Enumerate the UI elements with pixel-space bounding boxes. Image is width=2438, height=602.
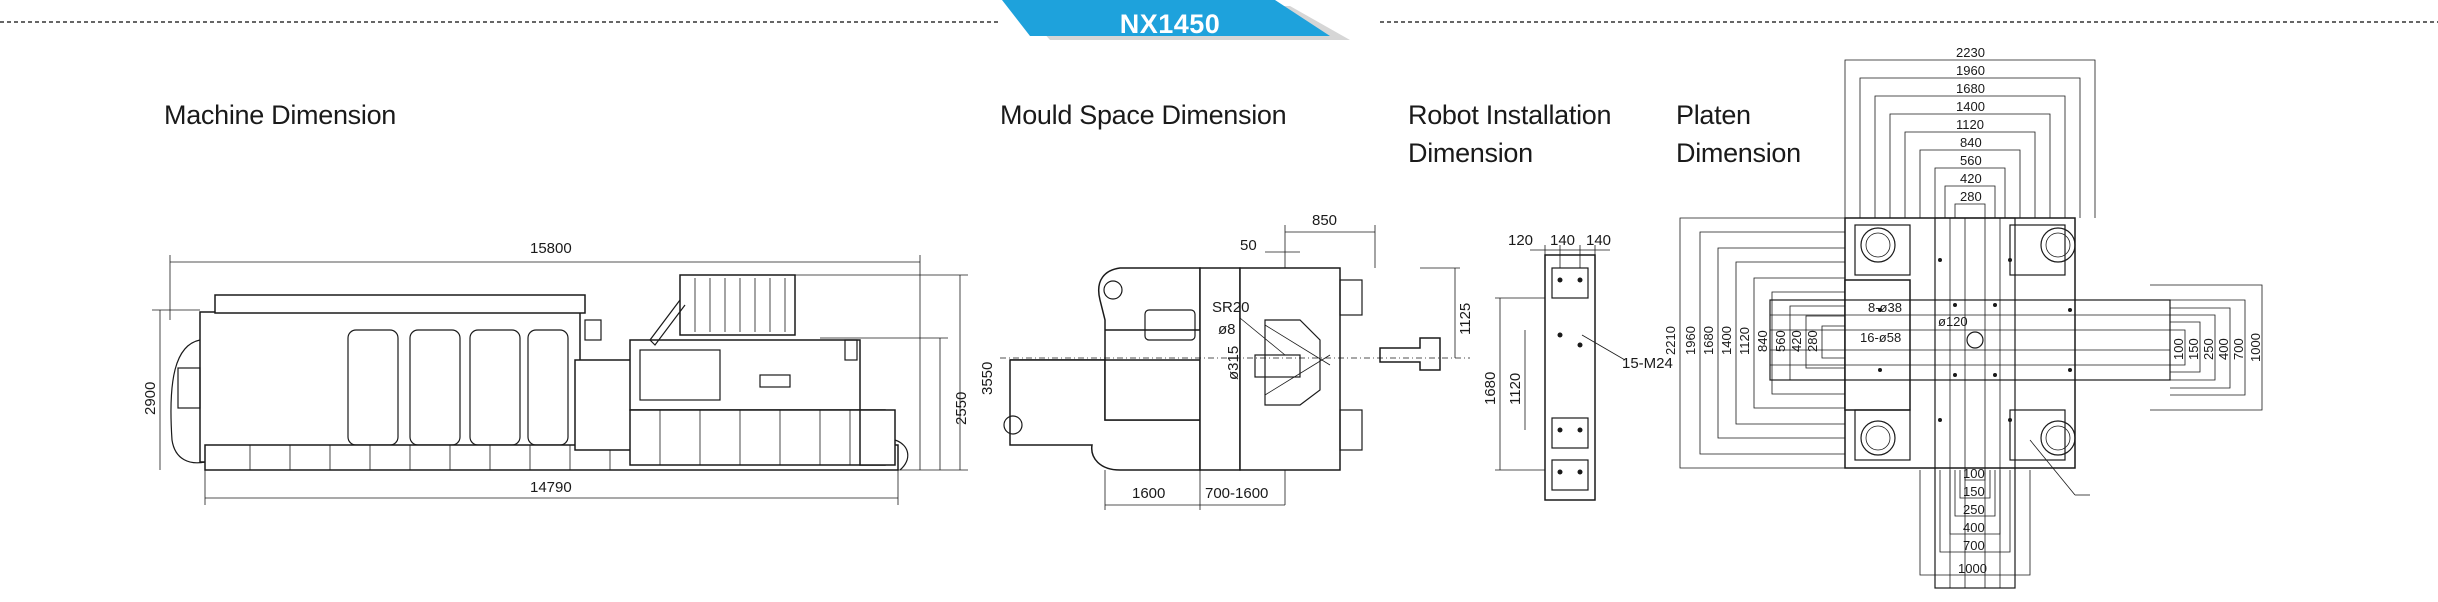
dim-850: 850 — [1312, 212, 1337, 229]
dim-1600: 1600 — [1132, 485, 1165, 502]
platen-top-4: 1120 — [1956, 117, 1984, 132]
tab-shape — [1002, 0, 1330, 36]
platen-bottom-1: 150 — [1963, 484, 1985, 499]
robot-installation-title-1: Robot Installation — [1408, 100, 1612, 130]
platen-holes-2: 16-ø58 — [1860, 330, 1901, 345]
dim-700-1600: 700-1600 — [1205, 485, 1268, 502]
platen-bottom-5: 1000 — [1958, 561, 1987, 576]
dim-robot-140a: 140 — [1550, 232, 1575, 249]
dim-overall-length: 15800 — [530, 240, 572, 257]
platen-left-7: 420 — [1789, 330, 1804, 352]
platen-right-0: 100 — [2171, 338, 2186, 360]
dim-1125: 1125 — [1457, 303, 1474, 335]
dim-50: 50 — [1240, 237, 1257, 254]
dim-phi315: ø315 — [1225, 346, 1242, 380]
platen-holes-1: 8-ø38 — [1868, 300, 1902, 315]
platen-top-0: 2230 — [1956, 45, 1985, 60]
dim-robot-140b: 140 — [1586, 232, 1611, 249]
dim-sr20: SR20 — [1212, 299, 1250, 316]
platen-top-2: 1680 — [1956, 81, 1985, 96]
platen-top-8: 280 — [1960, 189, 1982, 204]
dim-robot-m24: 15-M24 — [1622, 355, 1673, 372]
mould-drawing: 850 50 SR20 ø8 ø315 1125 1600 700-1600 — [1000, 212, 1474, 510]
platen-center: ø120 — [1938, 314, 1968, 329]
platen-left-8: 280 — [1805, 330, 1820, 352]
platen-dimension-title-1: Platen — [1676, 100, 1751, 130]
dim-robot-1680: 1680 — [1482, 372, 1499, 405]
dim-height: 2900 — [142, 382, 159, 415]
platen-bottom-0: 100 — [1963, 466, 1985, 481]
platen-bottom-3: 400 — [1963, 520, 1985, 535]
model-title: NX1450 — [1119, 9, 1221, 39]
dim-phi8: ø8 — [1218, 321, 1236, 338]
dim-height-2: 3550 — [979, 362, 996, 395]
model-tab — [1002, 0, 1350, 40]
platen-top-1: 1960 — [1956, 63, 1985, 78]
dim-robot-1120: 1120 — [1507, 373, 1524, 405]
platen-right-5: 1000 — [2248, 333, 2263, 362]
platen-top-3: 1400 — [1956, 99, 1985, 114]
platen-top-5: 840 — [1960, 135, 1982, 150]
mould-space-dimension-title: Mould Space Dimension — [1000, 100, 1287, 130]
dim-base-length: 14790 — [530, 479, 572, 496]
dim-robot-120: 120 — [1508, 232, 1533, 249]
platen-drawing: 2230 1960 1680 1400 1120 840 560 420 280… — [1663, 45, 2263, 589]
platen-left-0: 2210 — [1663, 326, 1678, 355]
platen-bottom-2: 250 — [1963, 502, 1985, 517]
platen-left-3: 1400 — [1719, 326, 1734, 355]
platen-left-2: 1680 — [1701, 326, 1716, 355]
platen-right-1: 150 — [2186, 338, 2201, 360]
platen-right-4: 700 — [2231, 338, 2246, 360]
platen-top-7: 420 — [1960, 171, 1982, 186]
platen-left-4: 1120 — [1737, 327, 1752, 355]
platen-dimension-title-2: Dimension — [1676, 138, 1801, 168]
dim-height-3: 2550 — [953, 392, 970, 425]
platen-left-5: 840 — [1755, 330, 1770, 352]
robot-installation-title-2: Dimension — [1408, 138, 1533, 168]
machine-drawing: 15800 14790 2900 3550 2550 — [142, 240, 996, 505]
platen-right-3: 400 — [2216, 338, 2231, 360]
robot-drawing: 120 140 140 1680 1120 15-M24 — [1482, 232, 1673, 501]
platen-bottom-4: 700 — [1963, 538, 1985, 553]
platen-right-2: 250 — [2201, 338, 2216, 360]
platen-top-6: 560 — [1960, 153, 1982, 168]
platen-left-1: 1960 — [1683, 326, 1698, 355]
machine-dimension-title: Machine Dimension — [164, 100, 397, 130]
platen-left-6: 560 — [1773, 330, 1788, 352]
